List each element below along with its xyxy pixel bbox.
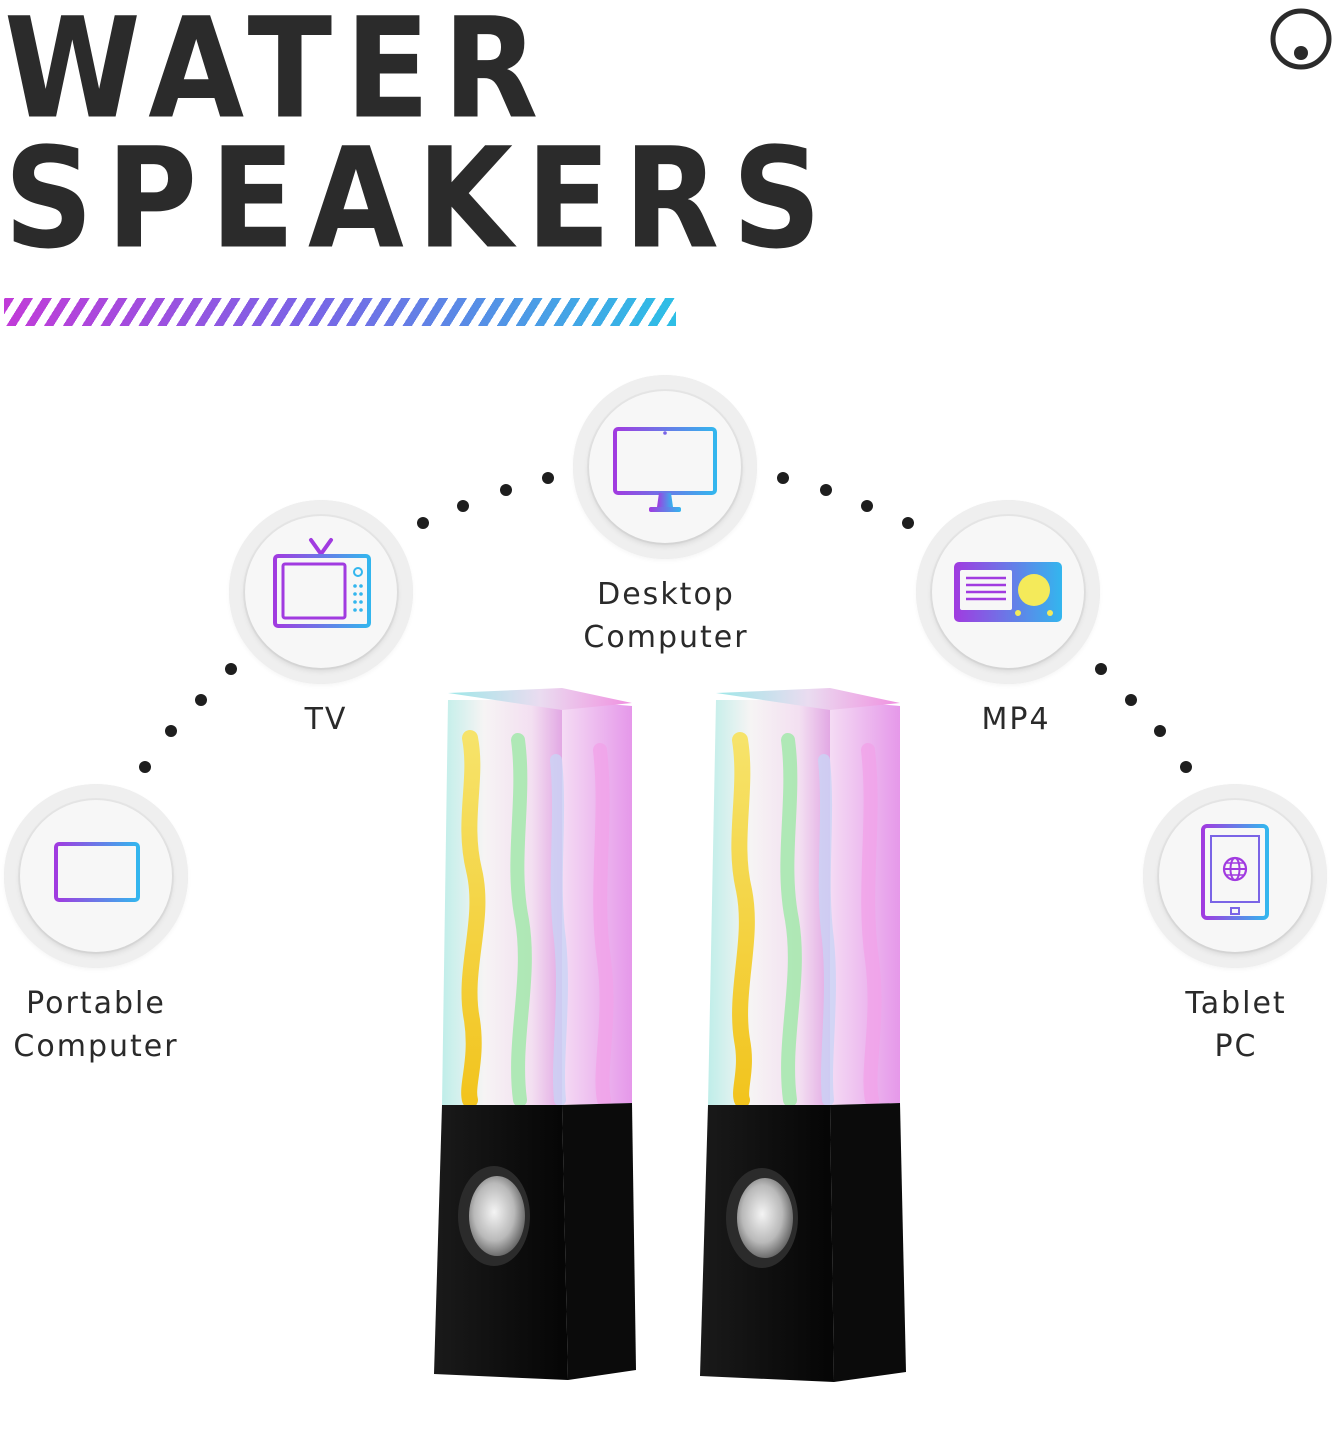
label-tv: TV — [304, 702, 348, 737]
gradient-stripe-divider — [4, 298, 676, 326]
device-desktop-computer — [573, 375, 757, 559]
label-mp4: MP4 — [981, 702, 1051, 737]
tv-icon — [273, 538, 371, 628]
headline-line-2: SPEAKERS — [4, 118, 835, 281]
mp4-player-icon — [954, 562, 1062, 622]
circle-dot-icon — [1270, 8, 1332, 70]
device-portable-computer — [4, 784, 188, 968]
device-mp4 — [916, 500, 1100, 684]
laptop-icon — [42, 842, 152, 906]
tablet-icon — [1201, 824, 1269, 920]
left-speaker — [434, 688, 636, 1380]
connection-dotted-arc — [139, 472, 1192, 773]
device-tv — [229, 500, 413, 684]
headline-line-1: WATER — [4, 0, 552, 151]
device-tablet-pc — [1143, 784, 1327, 968]
right-speaker — [700, 688, 906, 1382]
desktop-monitor-icon — [613, 427, 717, 512]
